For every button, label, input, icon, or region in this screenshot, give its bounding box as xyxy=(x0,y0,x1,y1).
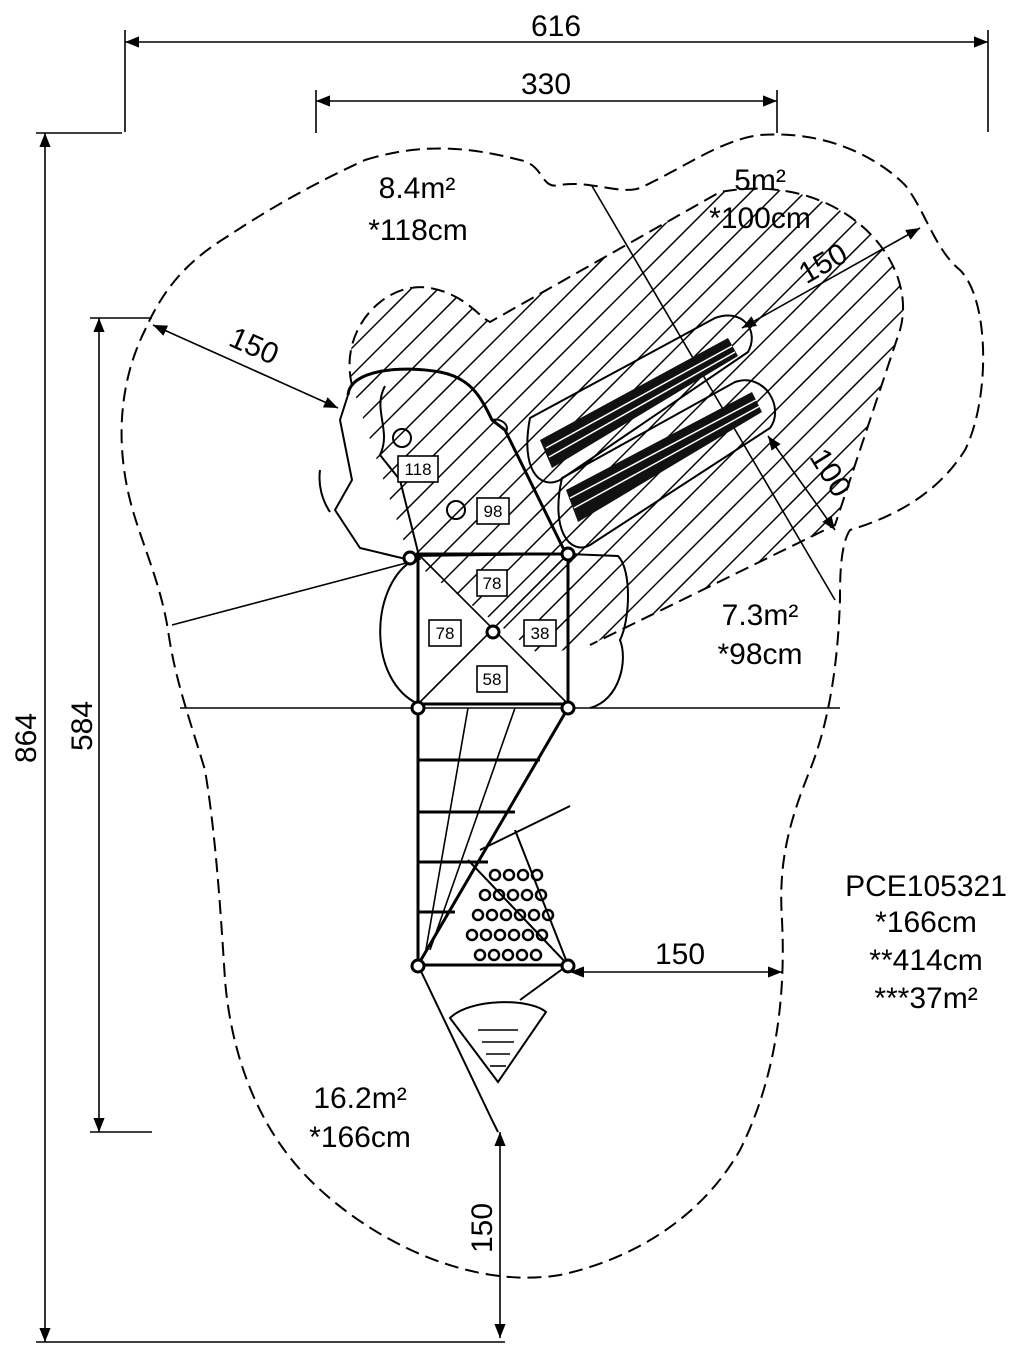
net-knot xyxy=(493,928,507,942)
zone-height: *118cm xyxy=(368,214,468,247)
net-knot xyxy=(534,888,548,902)
dim-clearance-right-label: 150 xyxy=(655,938,705,971)
net-knot xyxy=(501,948,515,962)
dimension-clearance-left: 150 xyxy=(152,321,339,409)
dimension-overall-height: 864 xyxy=(10,132,505,1343)
platform-height-118: 118 xyxy=(404,460,431,479)
slide-lower xyxy=(557,379,776,549)
product-safety-area: ***37m² xyxy=(874,982,977,1015)
product-total-height: **414cm xyxy=(869,944,982,977)
platform-height-labels: 118 98 78 78 38 58 xyxy=(397,455,557,693)
dim-clearance-left-label: 150 xyxy=(224,321,283,372)
net-knot xyxy=(485,908,499,922)
dim-slide-offset-label: 100 xyxy=(803,443,858,503)
zone-area: 7.3m² xyxy=(722,599,799,632)
safety-area-outline xyxy=(120,133,985,1279)
post xyxy=(410,700,426,716)
platform-height-58: 58 xyxy=(483,670,502,689)
net-knot xyxy=(487,948,501,962)
tower-porthole-bottom xyxy=(446,500,466,520)
dimension-inner-width: 330 xyxy=(315,68,778,133)
post xyxy=(485,624,501,640)
net-knot xyxy=(473,948,487,962)
net-knot xyxy=(515,948,529,962)
post xyxy=(560,958,576,974)
zone-area: 5m² xyxy=(734,164,786,197)
zone-label-bottom: 16.2m² *166cm xyxy=(309,1082,411,1154)
post xyxy=(402,550,418,566)
net-knot xyxy=(499,908,513,922)
post xyxy=(410,958,426,974)
zone-label-upper-right: 5m² *100cm xyxy=(709,164,811,235)
product-code: PCE105321 xyxy=(845,870,1007,903)
net-knot xyxy=(520,888,534,902)
dim-inner-width-label: 330 xyxy=(521,68,571,101)
product-info: PCE105321 *166cm **414cm ***37m² xyxy=(845,870,1007,1015)
dimension-clearance-upper-right: 150 xyxy=(741,227,921,329)
net-knot xyxy=(521,928,535,942)
net-knot xyxy=(516,868,530,882)
dimension-inner-height: 584 xyxy=(66,317,152,1133)
dim-clearance-bottom-label: 150 xyxy=(466,1203,499,1253)
net-knot xyxy=(527,908,541,922)
zone-height: *100cm xyxy=(709,202,811,235)
zone-height: *166cm xyxy=(309,1121,411,1154)
net-knot xyxy=(479,928,493,942)
upper-tower xyxy=(318,367,567,561)
zone-height: *98cm xyxy=(717,638,802,671)
post xyxy=(560,546,576,562)
zone-area: 8.4m² xyxy=(379,172,456,205)
net-knot xyxy=(488,868,502,882)
platform-height-98: 98 xyxy=(484,502,503,521)
dimension-overall-width: 616 xyxy=(124,10,989,132)
zone-divider-left xyxy=(171,561,411,626)
tower-porthole-top xyxy=(392,428,412,448)
net-knot xyxy=(492,888,506,902)
net-knot xyxy=(471,908,485,922)
net-knot xyxy=(529,948,543,962)
net-knot xyxy=(530,868,544,882)
dimension-clearance-right: 150 xyxy=(570,938,782,978)
net-knot xyxy=(478,888,492,902)
net-knot xyxy=(513,908,527,922)
climbing-net xyxy=(416,707,571,967)
net-knot xyxy=(506,888,520,902)
dim-inner-height-label: 584 xyxy=(66,701,99,751)
bottom-seat xyxy=(417,964,569,1133)
zone-label-right: 7.3m² *98cm xyxy=(717,599,802,671)
net-knot xyxy=(507,928,521,942)
net-knot xyxy=(465,928,479,942)
posts xyxy=(402,546,576,974)
dim-overall-height-label: 864 xyxy=(10,713,43,763)
post xyxy=(560,700,576,716)
net-knot xyxy=(541,908,555,922)
dim-overall-width-label: 616 xyxy=(531,10,581,43)
zone-area: 16.2m² xyxy=(313,1082,406,1115)
net-knot xyxy=(502,868,516,882)
net-knot xyxy=(535,928,549,942)
zone-label-upper-left: 8.4m² *118cm xyxy=(368,172,468,247)
dimension-clearance-bottom: 150 xyxy=(466,1132,506,1338)
platform-height-78-top: 78 xyxy=(483,574,502,593)
platform-height-38: 38 xyxy=(531,624,550,643)
product-free-fall-height: *166cm xyxy=(875,906,977,939)
slide-upper xyxy=(526,314,753,484)
platform-height-78-left: 78 xyxy=(436,624,455,643)
